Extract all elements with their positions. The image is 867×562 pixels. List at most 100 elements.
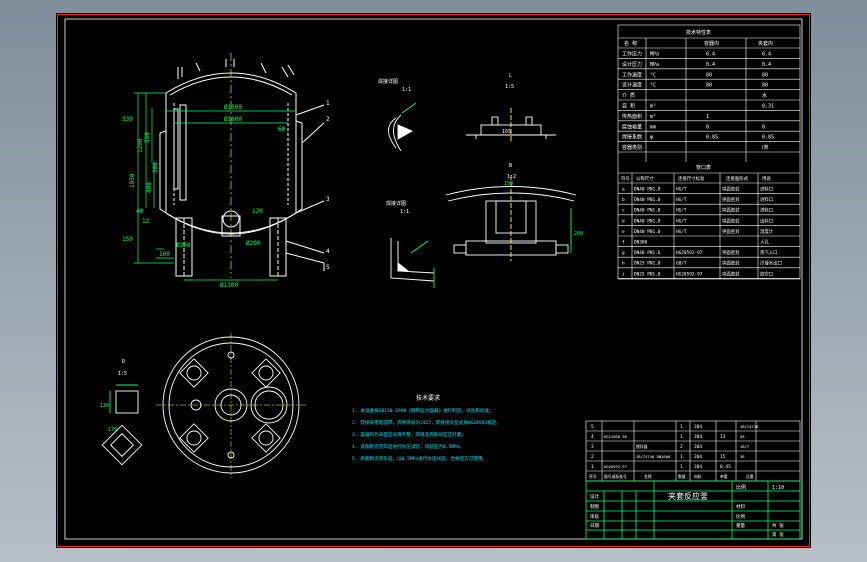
nozzle-header-size: 公称尺寸 bbox=[636, 175, 654, 182]
nozzle-row-symbol: d bbox=[622, 218, 625, 224]
nozzle-row-symbol: h bbox=[622, 261, 625, 267]
dim-skirt: Ø300 bbox=[176, 242, 191, 249]
nozzle-row-size: DN40 PN1.0 bbox=[634, 208, 661, 214]
nozzle-row-std: HG/T bbox=[676, 208, 687, 214]
bom-header: 图号或标准号 bbox=[604, 474, 627, 479]
bom-row-material: 304 bbox=[694, 464, 702, 470]
title-cell-draw: 制图 bbox=[590, 503, 599, 510]
note-line-5: 5. 夹套制造完毕后，以0.5MPa进行水压试验，合格后方可使用。 bbox=[352, 455, 487, 462]
dim-side1: 60 bbox=[278, 126, 286, 133]
detail-3-letter: L bbox=[509, 73, 512, 79]
dim-jacket-dia: Ø1600 bbox=[224, 116, 242, 123]
nozzle-table-title: 管口表 bbox=[696, 164, 711, 171]
spec-row-jacket: 0.4 bbox=[762, 52, 771, 58]
spec-row-jacket: 0.4 bbox=[762, 62, 771, 68]
nozzle-top-right bbox=[281, 66, 289, 78]
bom-row-name: JB/T4746 DN1600 bbox=[636, 454, 671, 459]
spec-row-unit: m² bbox=[650, 114, 656, 120]
detail-3-title: 1:5 bbox=[505, 84, 514, 90]
detail-5-letter: D bbox=[122, 359, 125, 365]
nozzle-row-size: DN25 PN1.0 bbox=[634, 271, 661, 277]
detail-3-dim: 165 bbox=[502, 129, 511, 135]
spec-row-jacket: 80 bbox=[762, 72, 768, 78]
dim-side2: 120 bbox=[252, 208, 263, 215]
dim-leg-span: Ø1300 bbox=[220, 282, 238, 289]
bom-row-no: 3 bbox=[591, 444, 594, 450]
drawing-canvas[interactable]: Ø1500 Ø1600 1950 1200 550 400 300 Ø1300 … bbox=[56, 13, 811, 548]
bom-row-qty: 1 bbox=[680, 424, 683, 430]
detail-2-text: 焊接详图 1:1 bbox=[386, 200, 409, 215]
nozzle-row-symbol: e bbox=[622, 230, 625, 235]
detail-5-dim-a: 120 bbox=[100, 403, 109, 409]
title-cell-check: 审核 bbox=[590, 513, 599, 520]
nozzle-row-use: 温度计 bbox=[760, 228, 774, 235]
nozzle-row-face: 突面密封 bbox=[722, 217, 740, 224]
detail-5-text: D 1:5 120 170 bbox=[100, 359, 127, 433]
outer-frame bbox=[57, 14, 810, 547]
spec-row-name: 设计温度 bbox=[622, 82, 642, 89]
bom-row-name: 搅拌器 bbox=[636, 444, 648, 449]
nozzle-row-use: 进料口 bbox=[760, 207, 773, 214]
dim-hub: Ø200 bbox=[246, 240, 261, 247]
spec-row-unit: °C bbox=[650, 72, 656, 78]
bom-row-total-wt: 36 bbox=[740, 454, 745, 459]
spec-row-vessel: 0.85 bbox=[706, 135, 718, 141]
note-line-3: 3. 容器内外表面应光滑平整，焊缝及热影响区应打磨。 bbox=[352, 431, 466, 438]
nozzle-row-face: 突面密封 bbox=[722, 270, 740, 277]
detail-1-text: 焊接详图 1:1 bbox=[378, 78, 411, 93]
nozzle-row-face: 突面密封 bbox=[722, 249, 740, 256]
spec-row-unit: MPa bbox=[650, 52, 659, 58]
bom-row-unit-wt: 13 bbox=[720, 434, 726, 440]
spec-row-unit: °C bbox=[650, 83, 656, 89]
baffle-left bbox=[179, 104, 187, 201]
detail-lug bbox=[101, 384, 143, 466]
dim-inner-dia: Ø1500 bbox=[224, 104, 242, 111]
detail-4-text: B 1:2 150 260 bbox=[504, 163, 583, 237]
dim-side3: 40 bbox=[136, 208, 144, 215]
nozzle-row-use: 蒸汽入口 bbox=[760, 249, 778, 256]
note-line-1: 1. 本设备按GB150-1998《钢制压力容器》进行制造、试验和验收。 bbox=[352, 407, 494, 414]
spec-row-name: 设计压力 bbox=[622, 61, 642, 68]
callout-1: 1 bbox=[326, 100, 330, 107]
detail-4-letter: B bbox=[509, 163, 512, 169]
bom-row-total-wt: JB/T4736 bbox=[740, 424, 759, 429]
detail-5-dim-b: 170 bbox=[108, 427, 117, 433]
spec-row-name: 容器类别 bbox=[622, 144, 642, 151]
detail-1-label: 焊接详图 bbox=[378, 78, 398, 85]
spec-header-name: 名 称 bbox=[624, 40, 637, 47]
spec-row-name: 工作压力 bbox=[622, 51, 642, 58]
nozzle-row-std: HG20592-97 bbox=[676, 271, 703, 277]
nozzle-row-use: 人孔 bbox=[760, 239, 769, 246]
bom-row-no: 4 bbox=[591, 434, 594, 440]
spec-row-jacket: 0 bbox=[762, 124, 765, 130]
inner-frame bbox=[64, 18, 803, 540]
nozzle-row-use: 放空口 bbox=[760, 270, 773, 277]
spec-header-vessel: 容器内 bbox=[704, 40, 719, 47]
detail-1-title: 1:1 bbox=[402, 87, 411, 93]
bom-row-qty: 1 bbox=[680, 464, 683, 470]
nozzle-row-symbol: i bbox=[622, 271, 625, 277]
detail-flange bbox=[466, 108, 556, 143]
spec-row-unit: MPa bbox=[650, 62, 659, 68]
nozzle-row-face: 突面密封 bbox=[722, 228, 740, 235]
callout-numbers: 1 2 3 4 5 bbox=[326, 100, 330, 271]
nozzle-row-symbol: b bbox=[622, 197, 625, 203]
nozzle-row-std: HG20592-97 bbox=[676, 250, 703, 256]
bom-header: 材料 bbox=[694, 474, 702, 479]
spec-row-name: 容 积 bbox=[622, 103, 635, 110]
bom-header: 数量 bbox=[678, 474, 686, 479]
spec-row-vessel: 1 bbox=[706, 114, 709, 120]
main-view-dimensions bbox=[134, 92, 296, 281]
bom-row-std: HG21506-96 bbox=[604, 434, 628, 439]
nozzle-row-symbol: a bbox=[622, 188, 625, 193]
dim-left-b: 150 bbox=[122, 236, 133, 243]
bom-row-unit-wt: 0.45 bbox=[720, 464, 731, 470]
detail-support bbox=[445, 175, 577, 261]
spec-row-unit: m³ bbox=[650, 104, 656, 110]
bom-row-no: 2 bbox=[591, 454, 594, 460]
bom-row-qty: 1 bbox=[680, 434, 683, 440]
dim-bottom: 100 bbox=[159, 251, 170, 258]
bom-header: 名称 bbox=[644, 474, 652, 479]
callout-2: 2 bbox=[326, 116, 330, 123]
